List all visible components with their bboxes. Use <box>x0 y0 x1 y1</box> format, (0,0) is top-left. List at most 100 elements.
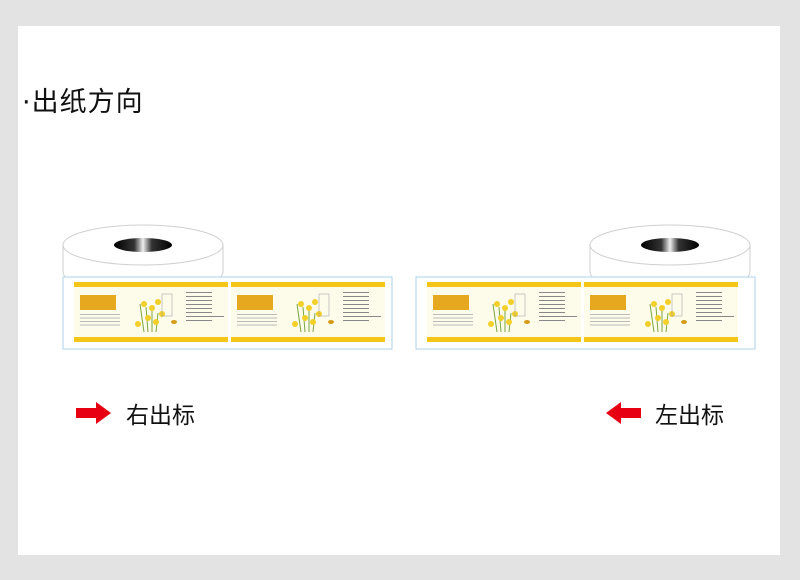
flower-stem <box>139 303 145 333</box>
product-name-box <box>161 293 173 317</box>
flower-stem <box>649 303 655 333</box>
flower <box>655 315 661 321</box>
flower <box>498 315 504 321</box>
page-title: ·出纸方向 <box>22 87 144 118</box>
text-line <box>433 321 473 322</box>
flower <box>651 301 657 307</box>
flower-stem <box>296 303 302 333</box>
nutrition-table <box>590 295 626 310</box>
text-line <box>237 314 277 315</box>
product-name-box <box>671 293 683 317</box>
flower <box>506 319 512 325</box>
nutrition-table <box>80 295 116 310</box>
text-line <box>343 296 369 297</box>
flower <box>645 321 651 327</box>
product-name-box <box>318 293 330 317</box>
label-band-top <box>74 282 228 287</box>
text-line <box>343 320 369 321</box>
label-roll-left-exit <box>415 224 756 350</box>
text-line <box>433 317 473 319</box>
text-line <box>186 320 212 321</box>
direction-left-exit: 左出标 <box>605 396 724 430</box>
flower-stem <box>492 303 498 333</box>
text-line <box>186 300 212 301</box>
label-band-top <box>427 282 581 287</box>
direction-label: 左出标 <box>655 403 724 429</box>
text-line <box>696 308 722 309</box>
text-line <box>539 312 565 313</box>
text-line <box>590 321 630 322</box>
flower <box>488 321 494 327</box>
text-line <box>186 308 212 309</box>
flower <box>310 319 316 325</box>
flower <box>298 301 304 307</box>
text-line <box>80 314 120 315</box>
text-line <box>539 300 565 301</box>
label-band-bottom <box>427 337 581 342</box>
text-line <box>696 300 722 301</box>
text-line <box>343 312 369 313</box>
text-line <box>696 296 722 297</box>
text-line <box>590 324 630 326</box>
text-line <box>433 324 473 326</box>
text-line <box>539 304 565 305</box>
text-line <box>590 314 630 315</box>
bee-icon <box>681 320 687 324</box>
text-line <box>539 292 565 293</box>
flower <box>663 319 669 325</box>
text-line <box>186 292 212 293</box>
flower <box>141 301 147 307</box>
label-band-bottom <box>584 337 738 342</box>
text-line <box>539 308 565 309</box>
text-line <box>539 296 565 297</box>
text-line <box>343 304 369 305</box>
nutrition-table <box>237 295 273 310</box>
flower <box>665 299 671 305</box>
flower <box>659 305 665 311</box>
roll-core <box>114 238 172 252</box>
product-name-box <box>514 293 526 317</box>
text-line <box>433 314 473 315</box>
label-band-top <box>584 282 738 287</box>
text-line <box>539 316 577 317</box>
flower <box>502 305 508 311</box>
direction-right-exit: 右出标 <box>76 396 195 430</box>
label-band-top <box>231 282 385 287</box>
text-line <box>343 308 369 309</box>
label-band-bottom <box>231 337 385 342</box>
text-line <box>590 317 630 319</box>
bee-icon <box>328 320 334 324</box>
text-line <box>237 324 277 326</box>
bee-icon <box>171 320 177 324</box>
flower <box>292 321 298 327</box>
flower <box>149 305 155 311</box>
text-line <box>696 312 722 313</box>
text-line <box>539 320 565 321</box>
text-line <box>80 321 120 322</box>
text-line <box>186 304 212 305</box>
nutrition-table <box>433 295 469 310</box>
flower <box>155 299 161 305</box>
flower <box>135 321 141 327</box>
text-line <box>343 300 369 301</box>
text-line <box>80 324 120 326</box>
text-line <box>696 304 722 305</box>
arrow-left-icon <box>606 402 641 424</box>
direction-label: 右出标 <box>126 403 195 429</box>
flower <box>306 305 312 311</box>
text-line <box>343 316 381 317</box>
text-line <box>696 320 722 321</box>
roll-core <box>641 238 699 252</box>
text-line <box>696 316 734 317</box>
text-line <box>696 292 722 293</box>
text-line <box>237 317 277 319</box>
text-line <box>237 321 277 322</box>
flower <box>145 315 151 321</box>
label-roll-right-exit <box>62 224 393 350</box>
flower <box>312 299 318 305</box>
flower <box>494 301 500 307</box>
text-line <box>186 316 224 317</box>
flower <box>508 299 514 305</box>
flower <box>302 315 308 321</box>
